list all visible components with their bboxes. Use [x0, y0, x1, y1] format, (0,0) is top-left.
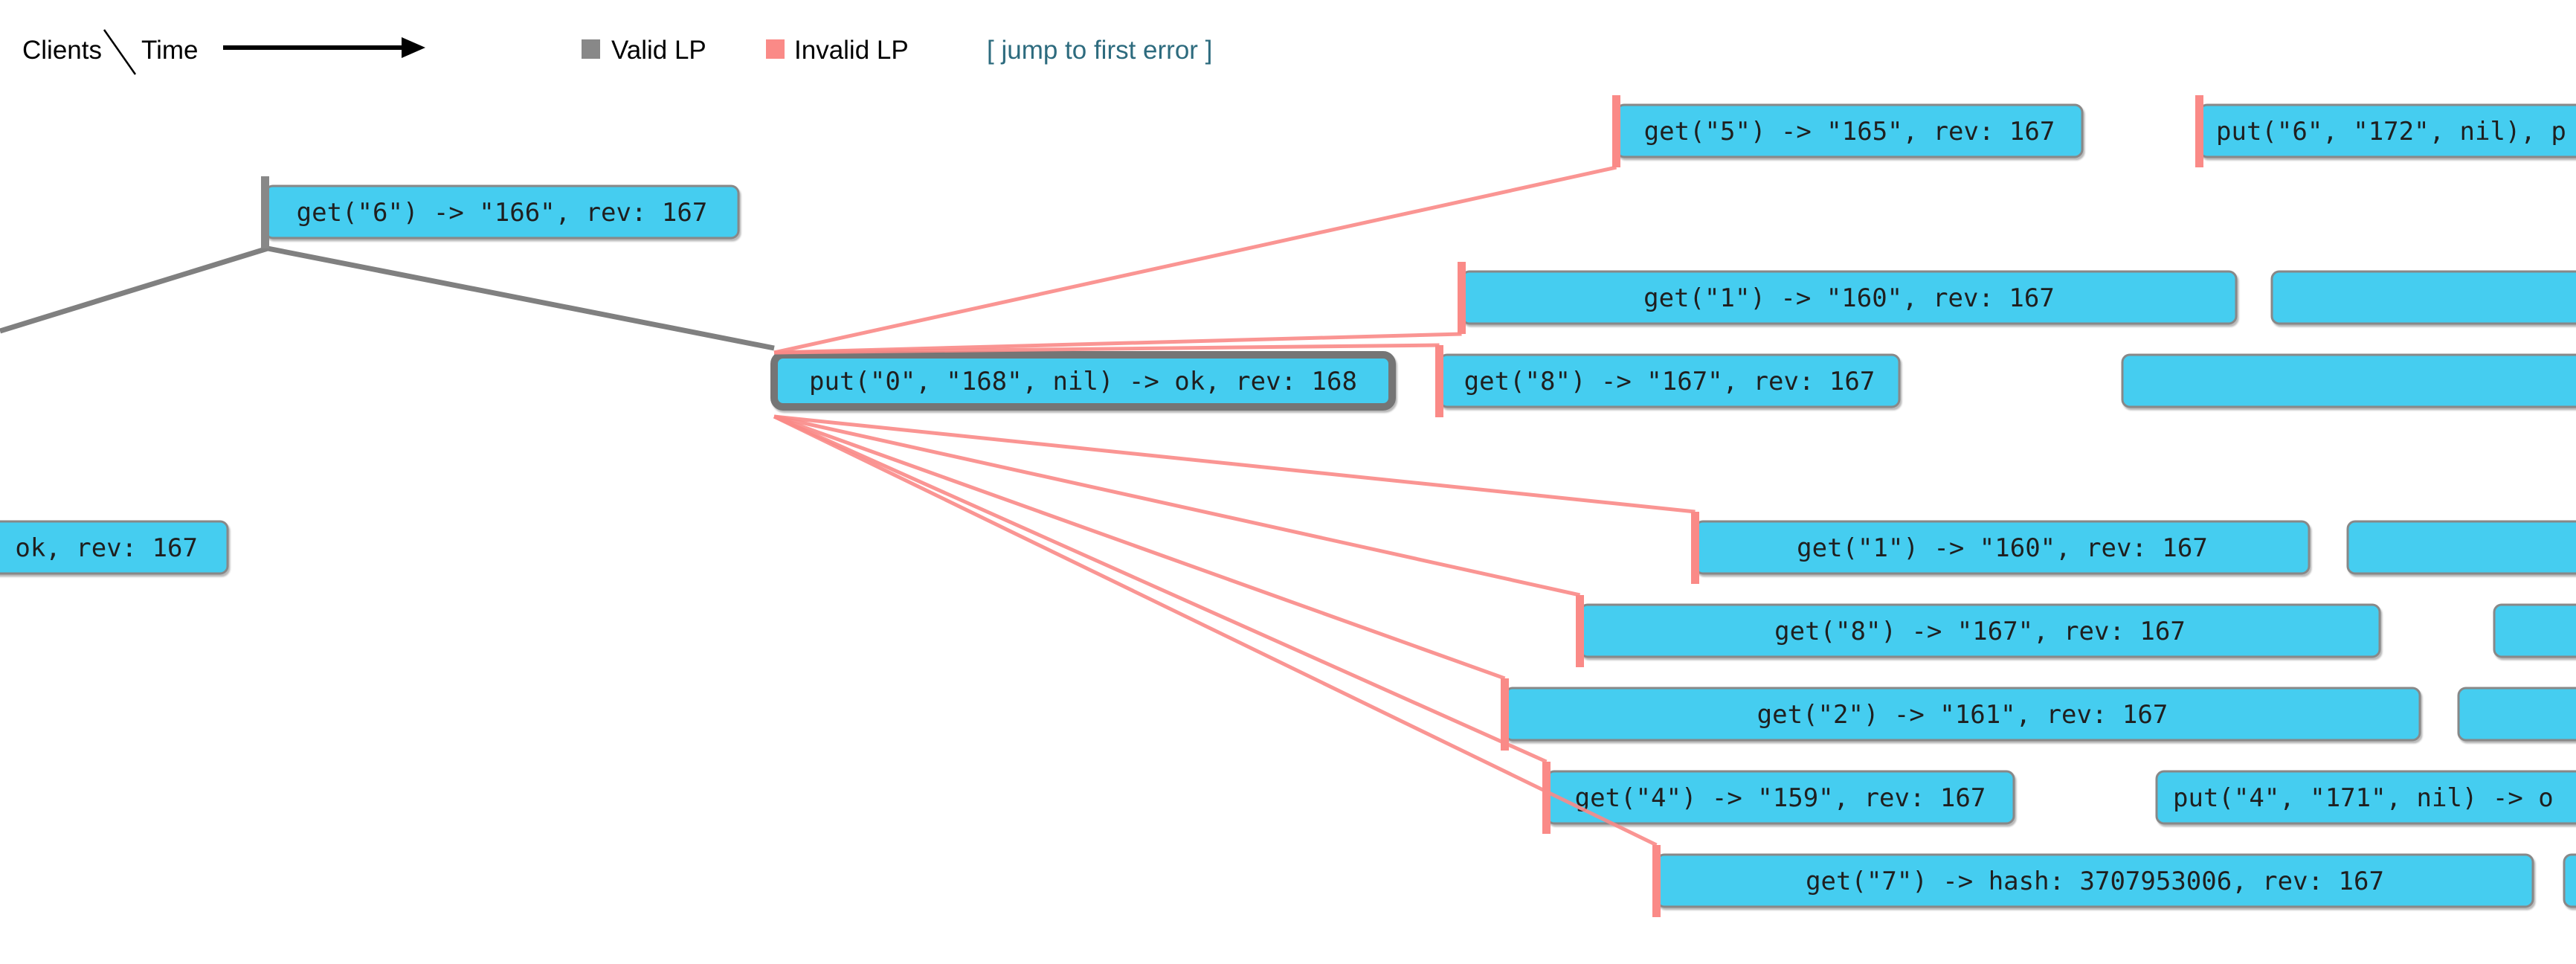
linearization-edge-invalid: [773, 343, 1440, 355]
lp-tick-invalid: [1691, 512, 1699, 584]
time-arrow-head: [402, 37, 425, 58]
operation-label: get("8") -> "167", rev: 167: [1774, 617, 2186, 646]
operation-box[interactable]: [2493, 603, 2576, 658]
valid-lp-swatch: [582, 39, 600, 59]
lp-tick-invalid: [1542, 762, 1551, 834]
operation-box[interactable]: get("5") -> "165", rev: 167: [1615, 103, 2084, 158]
operation-box[interactable]: [2563, 853, 2576, 908]
operation-label: get("6") -> "166", rev: 167: [297, 198, 708, 228]
linearization-edge-invalid: [773, 414, 1658, 847]
lp-tick-valid: [261, 176, 269, 248]
clients-axis-label: Clients: [22, 36, 102, 65]
operation-box[interactable]: [2121, 353, 2576, 408]
linearization-edge-invalid: [773, 414, 1506, 681]
operation-rect[interactable]: [2155, 770, 2576, 825]
operation-rect[interactable]: [2457, 687, 2576, 742]
valid-lp-label: Valid LP: [611, 36, 706, 65]
operation-label: ok, rev: 167: [15, 533, 198, 563]
operation-label: put("0", "168", nil) -> ok, rev: 168: [809, 367, 1357, 396]
operation-label: put("4", "171", nil) -> o: [2173, 783, 2554, 813]
operation-label: get("5") -> "165", rev: 167: [1644, 117, 2055, 147]
linearization-edge-invalid: [773, 414, 1696, 514]
operation-box[interactable]: put("0", "168", nil) -> ok, rev: 168: [770, 351, 1396, 411]
operation-label: get("4") -> "159", rev: 167: [1575, 783, 1986, 813]
linearization-edges-layer: [0, 165, 1696, 847]
linearization-edge-valid: [267, 245, 775, 351]
jump-to-first-error-link[interactable]: [ jump to first error ]: [987, 36, 1212, 65]
operation-rect-selected[interactable]: [770, 351, 1396, 411]
operation-box[interactable]: get("4") -> "159", rev: 167: [1545, 770, 2015, 825]
linearization-edge-invalid: [773, 414, 1548, 764]
operation-box[interactable]: get("6") -> "166", rev: 167: [264, 184, 740, 240]
lp-tick-invalid: [1652, 845, 1661, 917]
operation-box[interactable]: get("1") -> "160", rev: 167: [1694, 520, 2311, 575]
operation-label: get("7") -> hash: 3707953006, rev: 167: [1806, 867, 2384, 896]
operation-box[interactable]: [2270, 270, 2576, 325]
operation-label: put("6", "172", nil), p: [2216, 117, 2566, 147]
lp-tick-invalid: [1435, 345, 1443, 417]
invalid-lp-label: Invalid LP: [794, 36, 909, 65]
legend: Clients Time Valid LP Invalid LP [ jump to f…: [22, 29, 1212, 75]
time-axis-label: Time: [141, 36, 198, 65]
lp-tick-invalid: [1612, 95, 1620, 167]
operation-box[interactable]: [2457, 687, 2576, 742]
operation-rect[interactable]: [2346, 520, 2576, 575]
invalid-lp-swatch: [766, 39, 785, 59]
clients-time-divider: [103, 29, 137, 75]
operation-label: get("1") -> "160", rev: 167: [1797, 533, 2208, 563]
operation-box[interactable]: get("1") -> "160", rev: 167: [1461, 270, 2238, 325]
operation-rect[interactable]: [2493, 603, 2576, 658]
lp-ticks-layer: [261, 95, 2203, 917]
lp-tick-invalid: [1576, 595, 1584, 667]
lp-tick-invalid: [2195, 95, 2203, 167]
operation-box[interactable]: get("2") -> "161", rev: 167: [1504, 687, 2421, 742]
operation-rect[interactable]: [2563, 853, 2576, 908]
operation-box[interactable]: get("8") -> "167", rev: 167: [1438, 353, 1901, 408]
operation-label: get("2") -> "161", rev: 167: [1757, 700, 2168, 730]
operation-box[interactable]: put("4", "171", nil) -> o: [2155, 770, 2576, 825]
operation-rect[interactable]: [2270, 270, 2576, 325]
operation-rect[interactable]: [2121, 353, 2576, 408]
operation-rect[interactable]: [0, 520, 229, 575]
operation-label: get("1") -> "160", rev: 167: [1643, 283, 2055, 313]
linearization-edge-valid: [0, 245, 269, 334]
operations-layer: get("5") -> "165", rev: 167 put("6", "172…: [0, 103, 2576, 908]
linearization-edge-invalid: [773, 414, 1581, 597]
operation-box[interactable]: put("6", "172", nil), p: [2198, 103, 2576, 158]
operation-box[interactable]: get("8") -> "167", rev: 167: [1579, 603, 2381, 658]
operation-box[interactable]: [2346, 520, 2576, 575]
lp-tick-invalid: [1458, 262, 1466, 334]
operation-box[interactable]: get("7") -> hash: 3707953006, rev: 167: [1655, 853, 2534, 908]
operation-label: get("8") -> "167", rev: 167: [1464, 367, 1875, 396]
lp-tick-invalid: [1501, 678, 1509, 751]
operation-box[interactable]: ok, rev: 167: [0, 520, 229, 575]
linearization-edge-invalid: [773, 165, 1617, 355]
